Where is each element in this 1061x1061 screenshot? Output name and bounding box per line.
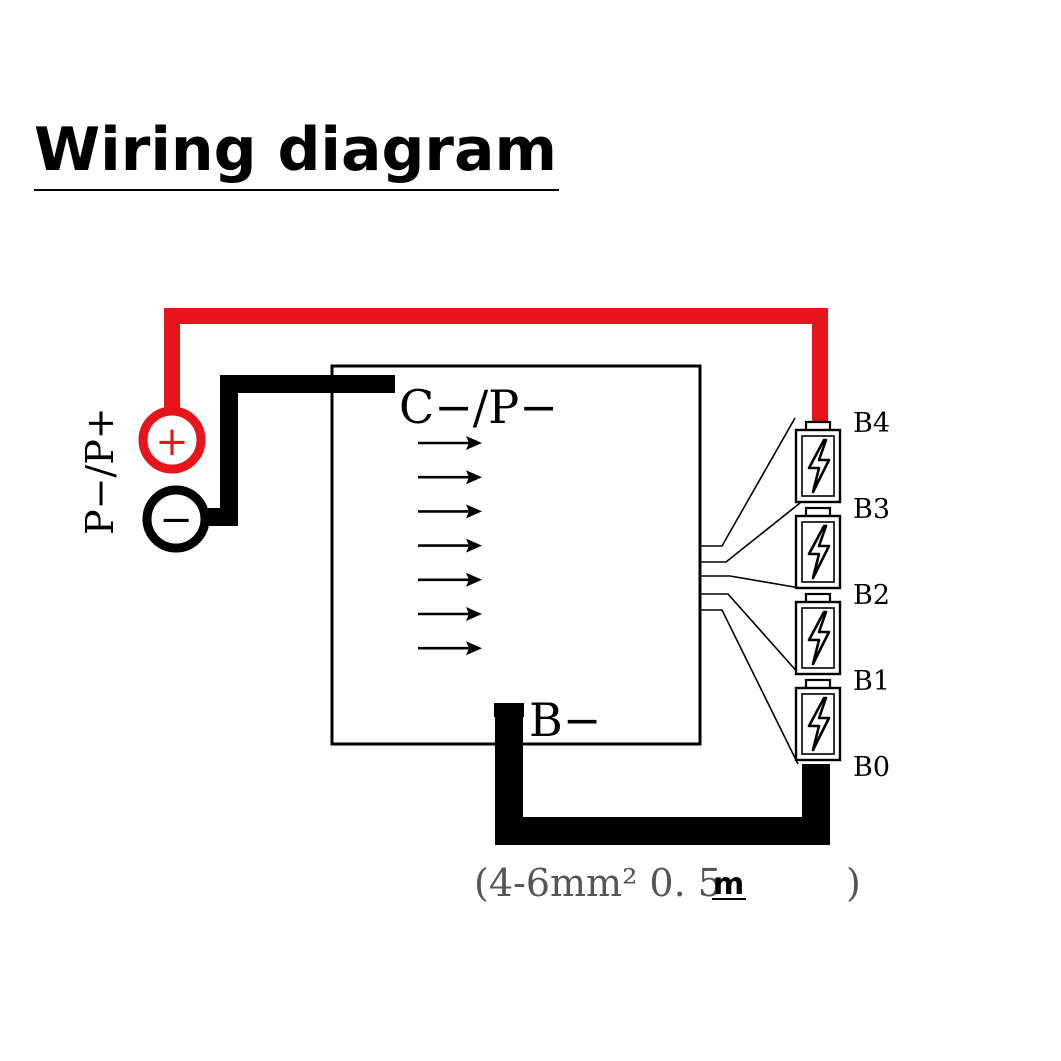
lightning-bolt-icon — [807, 610, 831, 666]
balance-wire-b2 — [700, 575, 801, 589]
minus-sign: − — [159, 497, 193, 543]
battery-cell-stack — [794, 420, 842, 762]
lightning-bolt-icon — [807, 524, 831, 580]
battery-cell-icon — [794, 678, 842, 762]
balance-wire-b3 — [700, 502, 801, 563]
title-underline — [34, 189, 559, 191]
b-minus-terminal — [494, 703, 524, 717]
cell-tap-labels: B4 B3 B2 B1 B0 — [853, 408, 890, 783]
tap-label-b1: B1 — [853, 666, 890, 697]
tap-label-b2: B2 — [853, 580, 890, 611]
arrow-right-icon — [418, 572, 482, 587]
battery-cell-icon — [794, 592, 842, 676]
wire-spec-text: (4-6mm² 0. 5 — [474, 861, 722, 905]
battery-cell-icon — [794, 420, 842, 504]
balance-wire-b1 — [700, 593, 801, 676]
charge-discharge-port-label: C−/P− — [399, 380, 558, 434]
minus-terminal-icon — [142, 485, 210, 553]
tap-label-b4: B4 — [853, 408, 890, 439]
negative-wire — [205, 375, 395, 526]
arrow-right-icon — [418, 607, 482, 621]
arrow-right-icon — [418, 504, 482, 519]
arrow-right-icon — [418, 641, 482, 656]
battery-negative-label: B− — [529, 693, 601, 747]
arrow-right-icon — [418, 538, 482, 553]
wire-spec-close: ) — [846, 861, 861, 905]
plus-terminal-icon — [138, 406, 206, 474]
current-flow-arrows — [418, 436, 482, 656]
positive-wire — [164, 308, 828, 425]
tap-label-b3: B3 — [853, 494, 890, 525]
arrow-right-icon — [418, 436, 482, 450]
balance-wire-b4 — [700, 417, 796, 547]
pack-terminal-label: P−/P+ — [78, 407, 122, 535]
plus-sign: + — [155, 419, 189, 465]
balance-wire-b0 — [700, 609, 799, 765]
lightning-bolt-icon — [807, 696, 831, 752]
b-minus-wire — [495, 706, 830, 845]
lightning-bolt-icon — [807, 438, 831, 494]
battery-cell-icon — [794, 506, 842, 590]
page-title: Wiring diagram — [34, 115, 558, 185]
balance-wires — [700, 417, 801, 765]
tap-label-b0: B0 — [853, 752, 890, 783]
arrow-right-icon — [418, 470, 482, 485]
wire-spec-unit: m — [713, 867, 744, 902]
